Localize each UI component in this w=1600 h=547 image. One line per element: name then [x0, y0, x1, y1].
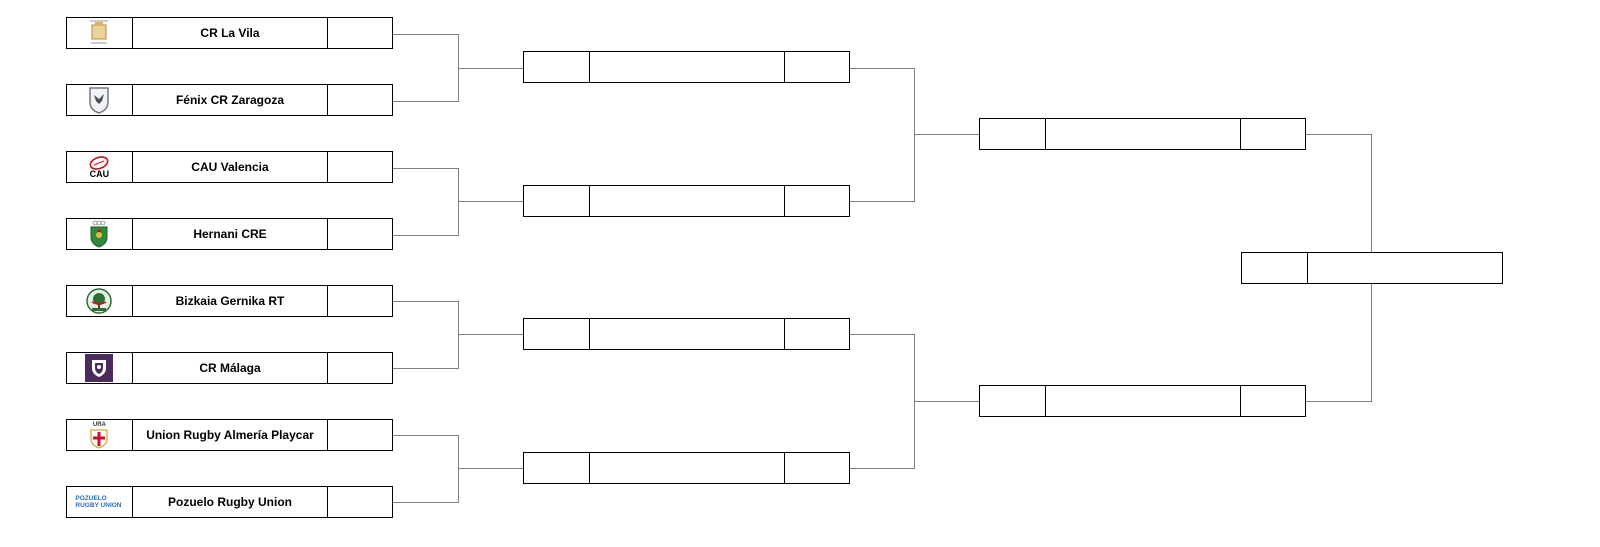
r1-slot-1[interactable]: CR La Vila: [66, 17, 393, 49]
connector-r1-r2: [393, 301, 523, 369]
score-cell[interactable]: [328, 487, 392, 517]
score-cell[interactable]: [785, 52, 849, 82]
logo-text: URA: [92, 421, 106, 428]
team-name-cell: [590, 52, 786, 82]
team-logo-cell: [67, 353, 133, 383]
score-cell[interactable]: [328, 85, 392, 115]
team-name-cell: Bizkaia Gernika RT: [133, 286, 329, 316]
r3-slot-1[interactable]: [979, 118, 1306, 150]
final-slot[interactable]: [1241, 252, 1503, 284]
team-name-cell: [1046, 119, 1242, 149]
team-name-cell: [1308, 253, 1503, 283]
r2-slot-4[interactable]: [523, 452, 850, 484]
score-cell[interactable]: [328, 152, 392, 182]
r3-slot-2[interactable]: [979, 385, 1306, 417]
team-logo-cell: [524, 52, 590, 82]
rugby-ball-icon: [89, 155, 109, 170]
score-cell[interactable]: [785, 319, 849, 349]
team-name-cell: [590, 453, 786, 483]
team-name-cell: CR Málaga: [133, 353, 329, 383]
team-name-cell: CAU Valencia: [133, 152, 329, 182]
pozuelo-wordmark: POZUELO RUGBY UNION: [75, 495, 122, 509]
team-logo-cell: [980, 386, 1046, 416]
connector-r3-final-bottom: [1306, 284, 1372, 402]
r1-slot-2[interactable]: Fénix CR Zaragoza: [66, 84, 393, 116]
connector-r2-r3: [850, 68, 979, 202]
team-name: Union Rugby Almería Playcar: [146, 428, 314, 442]
team-logo-cell: [67, 219, 133, 249]
score-cell[interactable]: [328, 18, 392, 48]
green-shield-icon: [90, 220, 108, 248]
team-name-cell: Fénix CR Zaragoza: [133, 85, 329, 115]
connector-r1-r2: [393, 168, 523, 236]
score-cell[interactable]: [1241, 119, 1305, 149]
r2-slot-1[interactable]: [523, 51, 850, 83]
r1-slot-3[interactable]: CAU CAU Valencia: [66, 151, 393, 183]
connector-r2-r3: [850, 334, 979, 469]
score-cell[interactable]: [785, 453, 849, 483]
team-name-cell: [1046, 386, 1242, 416]
team-name: Fénix CR Zaragoza: [175, 93, 284, 107]
team-logo-cell: [67, 85, 133, 115]
r1-slot-7[interactable]: URA Union Rugby Almería Playcar: [66, 419, 393, 451]
team-logo-cell: CAU: [67, 152, 133, 182]
team-logo-cell: [524, 453, 590, 483]
team-name: Hernani CRE: [193, 227, 267, 241]
team-name-cell: [590, 319, 786, 349]
score-cell[interactable]: [328, 286, 392, 316]
score-cell[interactable]: [328, 420, 392, 450]
team-logo-cell: [980, 119, 1046, 149]
r2-slot-3[interactable]: [523, 318, 850, 350]
score-cell[interactable]: [785, 186, 849, 216]
score-cell[interactable]: [1241, 386, 1305, 416]
team-logo-cell: [1242, 253, 1308, 283]
score-cell[interactable]: [328, 219, 392, 249]
team-logo-cell: [524, 319, 590, 349]
purple-shield-icon: [85, 354, 114, 382]
crest-icon: [90, 20, 109, 44]
team-logo-cell: URA: [67, 420, 133, 450]
team-name: Pozuelo Rugby Union: [167, 495, 292, 509]
r2-slot-2[interactable]: [523, 185, 850, 217]
r1-slot-8[interactable]: POZUELO RUGBY UNION Pozuelo Rugby Union: [66, 486, 393, 518]
cross-shield-icon: [90, 428, 108, 449]
team-logo-cell: POZUELO RUGBY UNION: [67, 487, 133, 517]
connector-r1-r2: [393, 34, 523, 102]
team-name-cell: [590, 186, 786, 216]
r1-slot-4[interactable]: Hernani CRE: [66, 218, 393, 250]
score-cell[interactable]: [328, 353, 392, 383]
team-name-cell: Hernani CRE: [133, 219, 329, 249]
team-logo-cell: [524, 186, 590, 216]
connector-r1-r2: [393, 435, 523, 503]
tree-badge-icon: [86, 288, 113, 314]
team-name: Bizkaia Gernika RT: [175, 294, 285, 308]
team-name: CAU Valencia: [191, 160, 269, 174]
logo-text: CAU: [89, 168, 110, 179]
team-name-cell: Pozuelo Rugby Union: [133, 487, 329, 517]
r1-slot-5[interactable]: Bizkaia Gernika RT: [66, 285, 393, 317]
team-logo-cell: [67, 286, 133, 316]
team-name-cell: CR La Vila: [133, 18, 329, 48]
phoenix-shield-icon: [89, 87, 110, 114]
team-name: CR La Vila: [200, 26, 260, 40]
team-logo-cell: [67, 18, 133, 48]
r1-slot-6[interactable]: CR Málaga: [66, 352, 393, 384]
connector-r3-final-top: [1306, 134, 1372, 252]
team-name-cell: Union Rugby Almería Playcar: [133, 420, 329, 450]
team-name: CR Málaga: [199, 361, 261, 375]
